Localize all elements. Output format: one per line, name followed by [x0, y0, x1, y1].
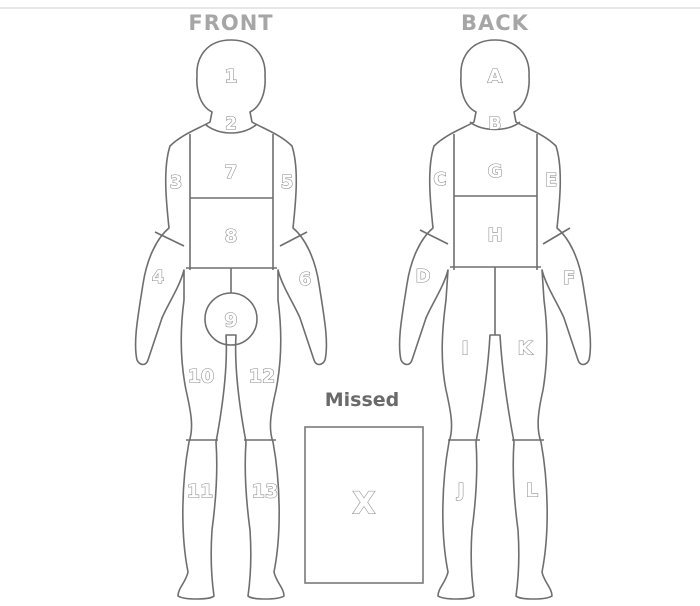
back-zone-left-thigh[interactable] — [446, 267, 495, 440]
front-zone-left-upper-arm[interactable] — [273, 140, 300, 235]
back-zone-left-forearm[interactable] — [401, 232, 448, 365]
front-zone-right-thigh[interactable] — [182, 345, 226, 440]
front-zone-lower-torso[interactable] — [190, 198, 273, 268]
back-zone-upper-back[interactable] — [454, 134, 537, 196]
front-heading: FRONT — [188, 11, 273, 35]
front-zone-groin[interactable] — [205, 293, 257, 345]
back-zone-right-upper-arm[interactable] — [537, 140, 564, 232]
front-figure: 1 2 7 8 9 3 5 4 6 10 12 11 13 — [136, 40, 327, 599]
missed-zone[interactable] — [305, 427, 423, 583]
front-zone-left-lower-leg[interactable] — [244, 440, 284, 598]
back-zone-right-lower-leg[interactable] — [512, 440, 552, 598]
front-zone-left-forearm[interactable] — [278, 235, 325, 365]
front-zone-head[interactable] — [198, 40, 264, 112]
back-zone-lower-back[interactable] — [454, 196, 537, 267]
back-zone-right-forearm[interactable] — [542, 232, 589, 365]
back-zone-left-upper-arm[interactable] — [427, 140, 454, 232]
missed-group: Missed X — [305, 389, 423, 583]
back-heading: BACK — [461, 11, 529, 35]
back-zone-head[interactable] — [462, 40, 528, 112]
back-zone-neck[interactable] — [470, 112, 520, 134]
front-zone-right-upper-arm[interactable] — [163, 140, 190, 235]
front-zone-neck[interactable] — [206, 112, 256, 134]
front-zone-right-forearm[interactable] — [137, 235, 184, 365]
back-zone-left-lower-leg[interactable] — [440, 440, 480, 598]
front-zone-left-thigh[interactable] — [236, 345, 280, 440]
missed-title: Missed — [325, 389, 400, 411]
back-figure: A B G H C E D F I K J L — [400, 40, 591, 599]
front-zone-right-lower-leg[interactable] — [180, 440, 220, 598]
front-zone-upper-torso[interactable] — [190, 134, 273, 198]
back-zone-right-thigh[interactable] — [495, 267, 544, 440]
